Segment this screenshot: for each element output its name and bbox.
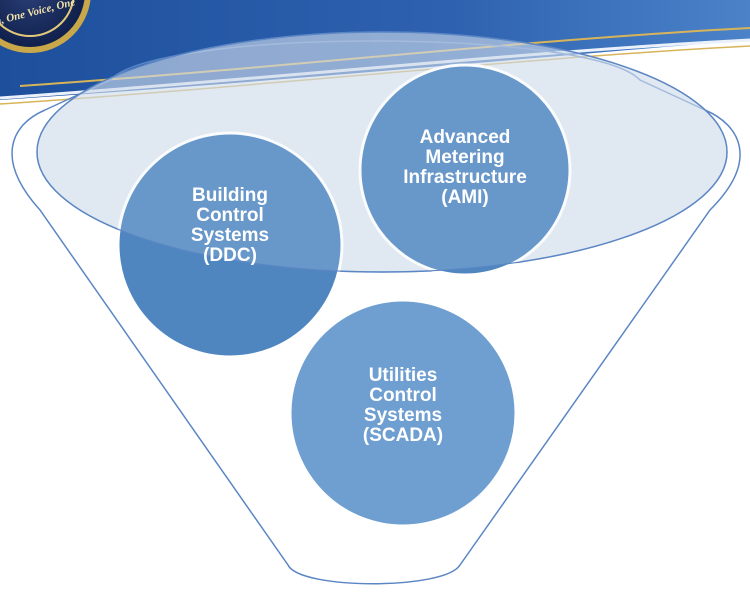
label-building-control: Building Control Systems (DDC) xyxy=(130,186,330,266)
circle-ami xyxy=(358,63,572,277)
label-line: Systems xyxy=(190,225,270,246)
label-utilities-control: Utilities Control Systems (SCADA) xyxy=(303,366,503,446)
label-line: (SCADA) xyxy=(362,425,444,446)
circle-utilities-control xyxy=(288,298,518,528)
label-line: (AMI) xyxy=(441,187,489,208)
label-line: Advanced xyxy=(419,127,511,148)
navy-seal-emblem-icon xyxy=(0,0,91,53)
label-line: Systems xyxy=(363,405,443,426)
ellipse-overlay xyxy=(36,31,728,273)
circle-building-control xyxy=(116,131,344,359)
label-line: Control xyxy=(369,385,437,406)
label-line: Utilities xyxy=(368,365,438,386)
label-line: (DDC) xyxy=(203,245,257,266)
label-line: Building xyxy=(192,185,268,206)
label-line: Metering xyxy=(425,147,505,168)
label-ami: Advanced Metering Infrastructure (AMI) xyxy=(355,128,575,208)
label-line: Control xyxy=(196,205,264,226)
label-line: Infrastructure xyxy=(403,167,527,188)
